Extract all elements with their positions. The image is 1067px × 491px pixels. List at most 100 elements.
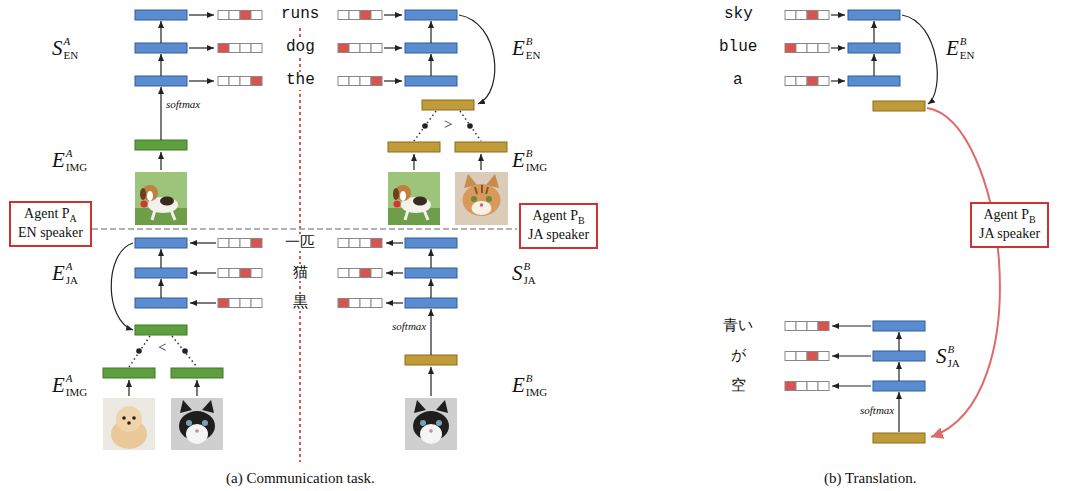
softmax-cell bbox=[818, 77, 829, 86]
softmax-cell bbox=[229, 239, 240, 248]
softmax-cell bbox=[251, 77, 262, 86]
softmax-cell bbox=[229, 299, 240, 308]
kitten-muzzle bbox=[186, 424, 208, 444]
dot-product-line bbox=[414, 111, 436, 141]
agent-language: EN speaker bbox=[18, 225, 83, 240]
softmax-cell bbox=[796, 44, 807, 53]
agent-name: Agent P bbox=[24, 206, 70, 221]
dog-image bbox=[388, 172, 440, 225]
softmax-cell bbox=[240, 239, 251, 248]
softmax-cell bbox=[218, 239, 229, 248]
softmax-cell bbox=[338, 239, 349, 248]
module-subscript: JA bbox=[524, 275, 536, 286]
caption: (b) Translation. bbox=[824, 470, 917, 487]
flow-arrow bbox=[832, 385, 871, 386]
cat-eye bbox=[486, 196, 492, 202]
hidden-state-bar bbox=[171, 368, 223, 378]
dot-product-dot bbox=[136, 348, 142, 354]
hidden-state-bar bbox=[848, 10, 900, 20]
softmax-cell bbox=[349, 77, 360, 86]
module-symbol: E bbox=[512, 36, 525, 60]
flow-arrow bbox=[190, 242, 216, 243]
cat-nose bbox=[480, 203, 484, 207]
flow-arrow bbox=[413, 154, 414, 170]
softmax-cell bbox=[360, 299, 371, 308]
image-bg bbox=[388, 172, 440, 225]
module-symbol: S bbox=[936, 344, 947, 368]
module-symbol: E bbox=[946, 36, 959, 60]
cat-image bbox=[455, 172, 508, 225]
softmax-cell bbox=[251, 269, 262, 278]
softmax-cell bbox=[807, 77, 818, 86]
pom-eye bbox=[132, 416, 136, 420]
dot-product-line bbox=[460, 111, 481, 141]
flow-arrow bbox=[873, 21, 874, 43]
word: 猫 bbox=[291, 264, 310, 281]
agent-name: Agent P bbox=[532, 208, 578, 223]
dog-leg bbox=[171, 210, 175, 220]
flow-arrow bbox=[831, 80, 845, 81]
image-bg bbox=[455, 172, 508, 225]
softmax-cell bbox=[360, 77, 371, 86]
flow-arrow bbox=[430, 54, 431, 76]
dot-product-dot bbox=[182, 348, 188, 354]
dog-leg bbox=[405, 210, 408, 220]
hidden-state-bar bbox=[422, 100, 474, 110]
hidden-state-bar bbox=[848, 43, 900, 53]
softmax-cell bbox=[796, 77, 807, 86]
softmax-label: softmax bbox=[166, 99, 200, 110]
kitten-ear bbox=[414, 400, 426, 413]
hidden-state-bar bbox=[135, 238, 187, 248]
softmax-label: softmax bbox=[392, 321, 426, 332]
kitten-ear bbox=[202, 400, 214, 413]
kitten-nose bbox=[195, 429, 199, 433]
agent-box: Agent PBJA speaker bbox=[519, 203, 598, 249]
dog-leg bbox=[152, 210, 155, 220]
encoder-arrow bbox=[459, 15, 495, 104]
hidden-state-bar bbox=[388, 142, 440, 152]
module-label: SAEN bbox=[52, 36, 78, 61]
module-subscript: EN bbox=[526, 50, 541, 61]
softmax-cell bbox=[218, 11, 229, 20]
module-subscript: IMG bbox=[66, 387, 87, 398]
module-symbol: E bbox=[52, 148, 65, 172]
flow-arrow bbox=[480, 154, 481, 170]
softmax-cell bbox=[229, 269, 240, 278]
dog-blaze bbox=[400, 191, 406, 201]
module-subscript: EN bbox=[64, 50, 79, 61]
flow-arrow bbox=[386, 302, 403, 303]
softmax-cell bbox=[796, 322, 807, 331]
word: sky bbox=[722, 6, 755, 24]
softmax-cell bbox=[371, 44, 382, 53]
dog-image bbox=[135, 172, 187, 225]
kitten-muzzle bbox=[420, 424, 442, 444]
script-stack: AIMG bbox=[66, 373, 87, 398]
softmax-cell bbox=[251, 11, 262, 20]
module-subscript: EN bbox=[960, 50, 975, 61]
flow-arrow bbox=[832, 325, 871, 326]
hidden-state-bar bbox=[135, 76, 187, 86]
softmax-cell bbox=[251, 44, 262, 53]
dot-product-line bbox=[129, 336, 150, 367]
cat-stripes bbox=[475, 185, 488, 194]
softmax-cell bbox=[371, 299, 382, 308]
module-symbol: E bbox=[52, 373, 65, 397]
word: runs bbox=[279, 6, 321, 24]
agent-name: Agent P bbox=[983, 207, 1029, 222]
softmax-cell bbox=[240, 77, 251, 86]
cat-head bbox=[463, 184, 501, 216]
hidden-state-bar bbox=[405, 268, 457, 278]
flow-arrow bbox=[386, 242, 403, 243]
module-symbol: S bbox=[52, 36, 63, 60]
hidden-state-bar bbox=[103, 368, 155, 378]
hidden-state-bar bbox=[848, 76, 900, 86]
softmax-cell bbox=[785, 352, 796, 361]
word: 黒 bbox=[291, 294, 310, 311]
softmax-cell bbox=[807, 352, 818, 361]
script-stack: B EN bbox=[960, 36, 975, 61]
hidden-state-bar bbox=[135, 268, 187, 278]
agent-superscript: B bbox=[960, 36, 975, 47]
module-subscript: IMG bbox=[526, 162, 547, 173]
softmax-cell bbox=[349, 44, 360, 53]
